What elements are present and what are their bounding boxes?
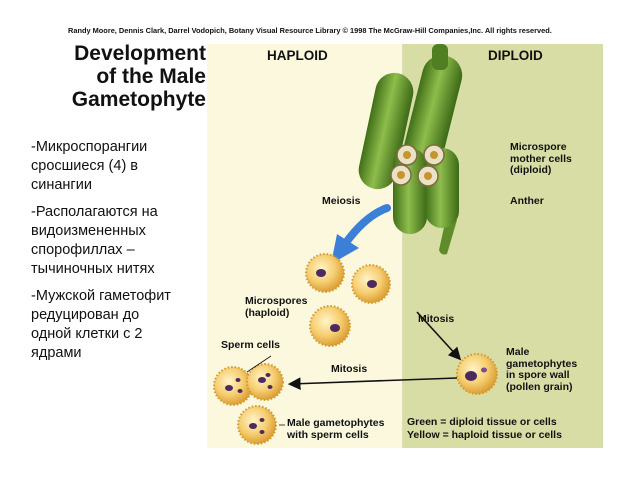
bullet-line: спорофиллах – [31,242,135,258]
bullet-location: -Располагаются на видоизмененных спорофи… [18,203,208,279]
leader-sperm-cells [246,355,272,373]
bullet-line: тычиночных нитях [31,261,155,277]
bullet-line: ядрами [31,345,82,361]
bullet-list: -Микроспорангии сросшиеся (4) в синангии… [18,138,208,371]
pollen-grain [456,353,498,395]
diploid-header: DIPLOID [488,48,543,63]
meiosis-label: Meiosis [322,195,361,207]
mitosis-arrow-bottom [287,377,458,391]
gametophyte-diagram: HAPLOID DIPLOID Microspore mother cells … [207,44,603,448]
bullet-line: -Микроспорангии [31,139,148,155]
diagram-drawing [213,44,498,445]
legend-yellow: Yellow = haploid tissue or cells [407,429,562,441]
anther-lobe [358,72,414,190]
mitosis-label: Mitosis [418,313,455,325]
mitosis-bottom-label: Mitosis [331,363,368,375]
meiosis-arrow [331,204,391,264]
male-gametophytes-pollen-label: Male gametophytes in spore wall (pollen … [506,346,578,393]
microspore-mother-cells-label: Microspore mother cells (diploid) [510,141,572,176]
mitosis-arrow [416,311,462,361]
anther-tip [432,44,448,70]
anther-illustration [358,44,463,255]
color-legend: Green = diploid tissue or cells Yellow =… [407,416,562,442]
microspores [305,253,391,347]
bullet-line: синангии [31,177,92,193]
haploid-header: HAPLOID [267,48,328,63]
bullet-line: видоизмененных [31,223,146,239]
copyright-credit: Randy Moore, Dennis Clark, Darrel Vodopi… [68,26,552,35]
title-line: Gametophyte [71,88,206,111]
bullet-line: одной клетки с 2 [31,326,143,342]
anther-label: Anther [510,195,544,207]
microspore-mother-cells [390,144,445,187]
legend-green: Green = diploid tissue or cells [407,416,557,428]
bullet-gametophyte: -Мужской гаметофит редуцирован до одной … [18,287,208,363]
bullet-line: сросшиеся (4) в [31,158,139,174]
bullet-line: -Мужской гаметофит [31,288,171,304]
bullet-microsporangia: -Микроспорангии сросшиеся (4) в синангии [18,138,208,195]
slide-title: Development of the Male Gametophyte [40,42,206,111]
title-line: Development [74,42,206,65]
title-line: of the Male [96,65,206,88]
bullet-line: редуцирован до [31,307,140,323]
male-gametophytes-with-sperm [213,363,284,445]
anther-lobe [401,55,463,177]
male-gametophytes-sperm-label: Male gametophytes with sperm cells [287,417,385,441]
sperm-cells-label: Sperm cells [221,339,280,351]
microspores-label: Microspores (haploid) [245,295,308,319]
bullet-line: -Располагаются на [31,204,158,220]
